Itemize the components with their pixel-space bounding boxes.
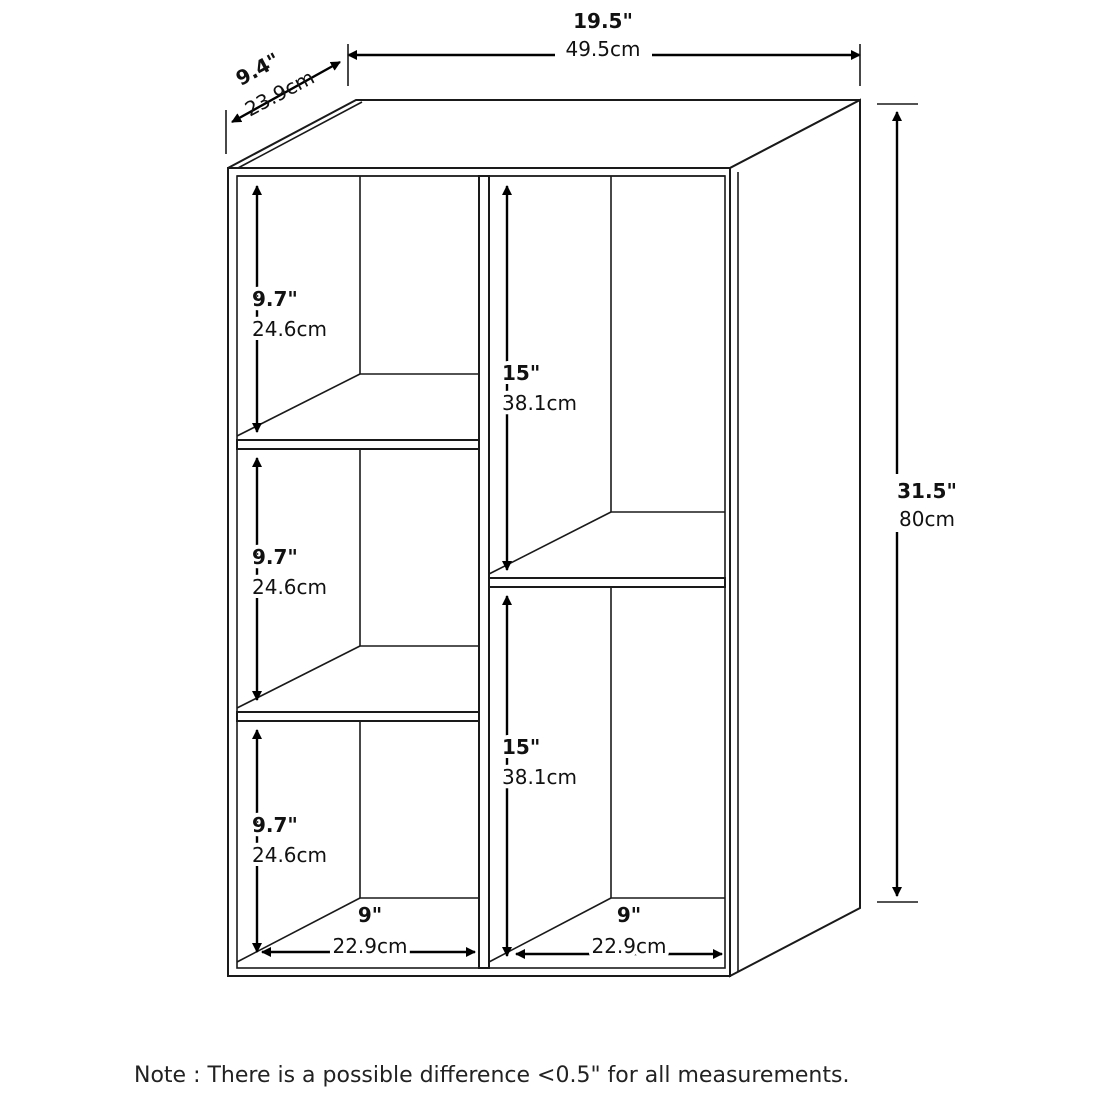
right-width-cm: 22.9cm	[591, 934, 666, 958]
left-middle-height-cm: 24.6cm	[252, 575, 327, 599]
height-inches-label: 31.5"	[897, 479, 957, 503]
left-bottom-height-cm: 24.6cm	[252, 843, 327, 867]
left-width-inches: 9"	[358, 903, 382, 927]
width-inches-label: 19.5"	[573, 9, 633, 33]
right-width-inches: 9"	[617, 903, 641, 927]
left-width-cm: 22.9cm	[332, 934, 407, 958]
left-shelves	[236, 176, 480, 963]
measurement-note: Note : There is a possible difference <0…	[134, 1063, 849, 1088]
dimension-arrows	[225, 44, 918, 959]
right-bottom-height-inches: 15"	[502, 735, 540, 759]
left-middle-height-inches: 9.7"	[252, 545, 298, 569]
center-divider	[478, 175, 490, 969]
right-shelves	[488, 176, 726, 963]
left-bottom-height-inches: 9.7"	[252, 813, 298, 837]
width-cm-label: 49.5cm	[565, 37, 640, 61]
right-bottom-height-cm: 38.1cm	[502, 765, 577, 789]
right-top-height-cm: 38.1cm	[502, 391, 577, 415]
right-top-height-inches: 15"	[502, 361, 540, 385]
left-top-height-inches: 9.7"	[252, 287, 298, 311]
height-cm-label: 80cm	[899, 507, 955, 531]
left-top-height-cm: 24.6cm	[252, 317, 327, 341]
dimension-labels: 19.5" 49.5cm 9.4" 23.9cm 31.5" 80cm 9.7"…	[232, 9, 961, 962]
